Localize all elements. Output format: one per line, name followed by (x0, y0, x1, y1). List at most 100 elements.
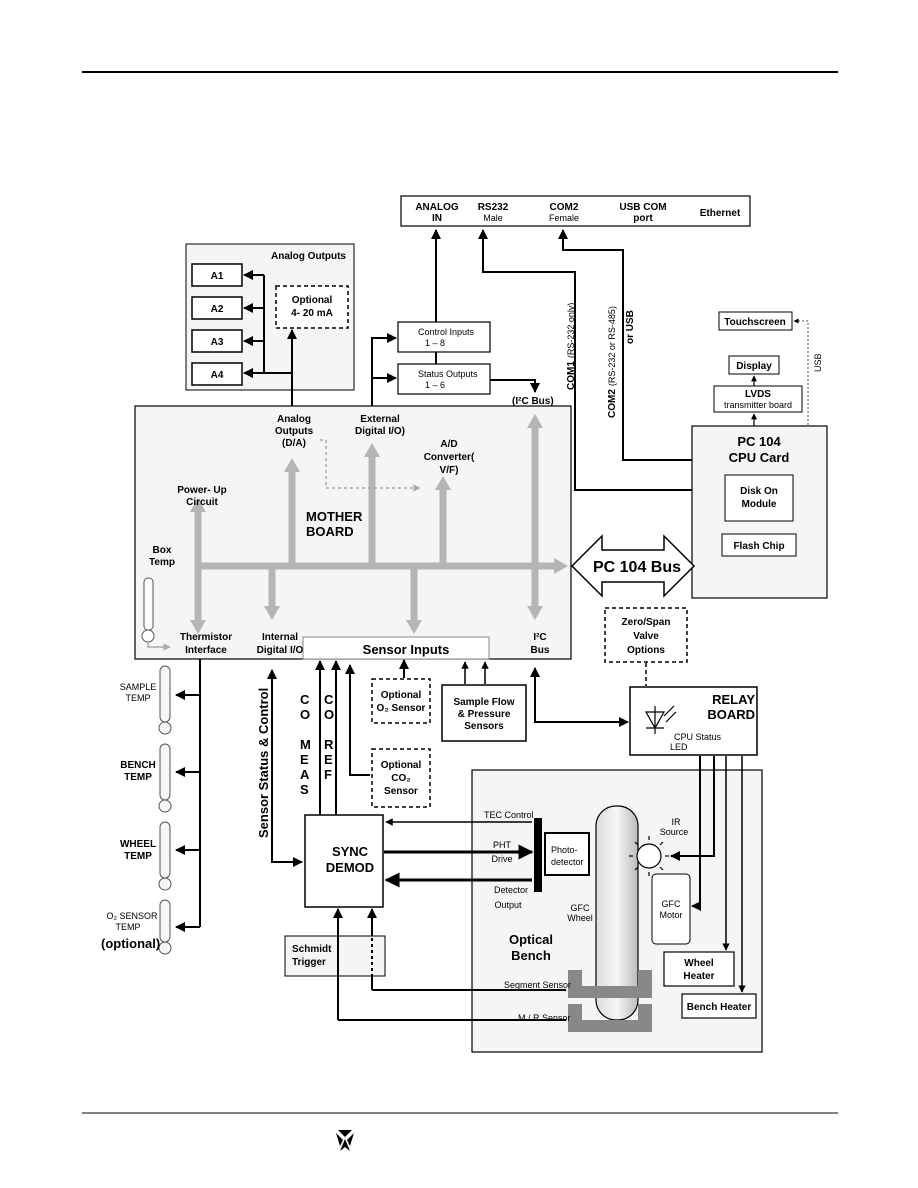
sensor-inputs-box (302, 636, 490, 660)
channel-a1-label: A1 (211, 271, 224, 282)
channel-a4 (191, 362, 243, 386)
co-ref-letter: E (324, 752, 333, 767)
i2c-bus-top-label: (I²C Bus) (512, 396, 554, 407)
mr-sensor (568, 1004, 652, 1032)
usb-dotted-link (793, 318, 809, 426)
channel-a1 (191, 263, 243, 287)
thermometer-o2 (158, 899, 172, 955)
external-io-wire (371, 333, 397, 406)
company-logo (336, 1130, 354, 1151)
co-meas-letter: M (300, 737, 311, 752)
flash-chip (721, 533, 797, 557)
box-thermometer (141, 577, 171, 651)
rs232-wire (478, 229, 692, 491)
mb-sensor-inputs: Sensor Inputs (363, 642, 450, 657)
segment-sensor (568, 970, 652, 998)
svg-text:Touchscreen: Touchscreen (724, 317, 786, 328)
internal-io-to-sync (267, 669, 303, 867)
da-to-ad-dotted (320, 439, 421, 492)
analog-outputs-title: Analog Outputs (271, 251, 346, 262)
co2-wire (345, 664, 370, 776)
disk-on-module (724, 474, 794, 522)
channel-a3-label: A3 (211, 337, 224, 348)
i2c-to-relay (530, 667, 629, 727)
optional-note: (optional) (101, 936, 160, 951)
com2-label: COM2(RS-232 or RS-485) (607, 306, 618, 418)
tec-control-label: TEC Control (484, 810, 534, 820)
svg-text:Bench Heater: Bench Heater (687, 1002, 752, 1013)
mr-sensor-label: M / R Sensor (518, 1013, 571, 1023)
usb-label: USB (813, 353, 823, 372)
segment-sensor-label: Segment Sensor (504, 980, 571, 990)
co-meas-letter: O (300, 707, 310, 722)
gfc-motor (651, 873, 691, 945)
com2-wire (558, 229, 692, 461)
svg-text:Display: Display (736, 361, 772, 372)
or-usb-label: or USB (625, 310, 636, 344)
thermometer-sample (158, 665, 172, 735)
channel-a3 (191, 329, 243, 353)
touchscreen-box: Touchscreen (718, 311, 793, 331)
thermometer-bench (158, 743, 172, 813)
co-ref-letter: C (324, 692, 334, 707)
co-meas-letter: C (300, 692, 310, 707)
display-box: Display (728, 355, 780, 375)
co-ref-letter: R (324, 737, 334, 752)
co-meas-letter: A (300, 767, 310, 782)
co-meas-letter: S (300, 782, 309, 797)
ir-source-icon (629, 836, 669, 876)
svg-text:Photo-detector: Photo-detector (551, 845, 584, 867)
photodetector (544, 832, 590, 876)
co-ref-letter: O (324, 707, 334, 722)
com1-label: COM1(RS-232 only) (566, 303, 577, 390)
optional-4-20ma (275, 285, 349, 329)
port-ethernet: Ethernet (700, 208, 741, 219)
sensor-status-label: Sensor Status & Control (256, 688, 271, 838)
channel-a2 (191, 296, 243, 320)
thermometer-wheel (158, 821, 172, 891)
channel-a4-label: A4 (211, 370, 224, 381)
led-icon (644, 705, 677, 734)
